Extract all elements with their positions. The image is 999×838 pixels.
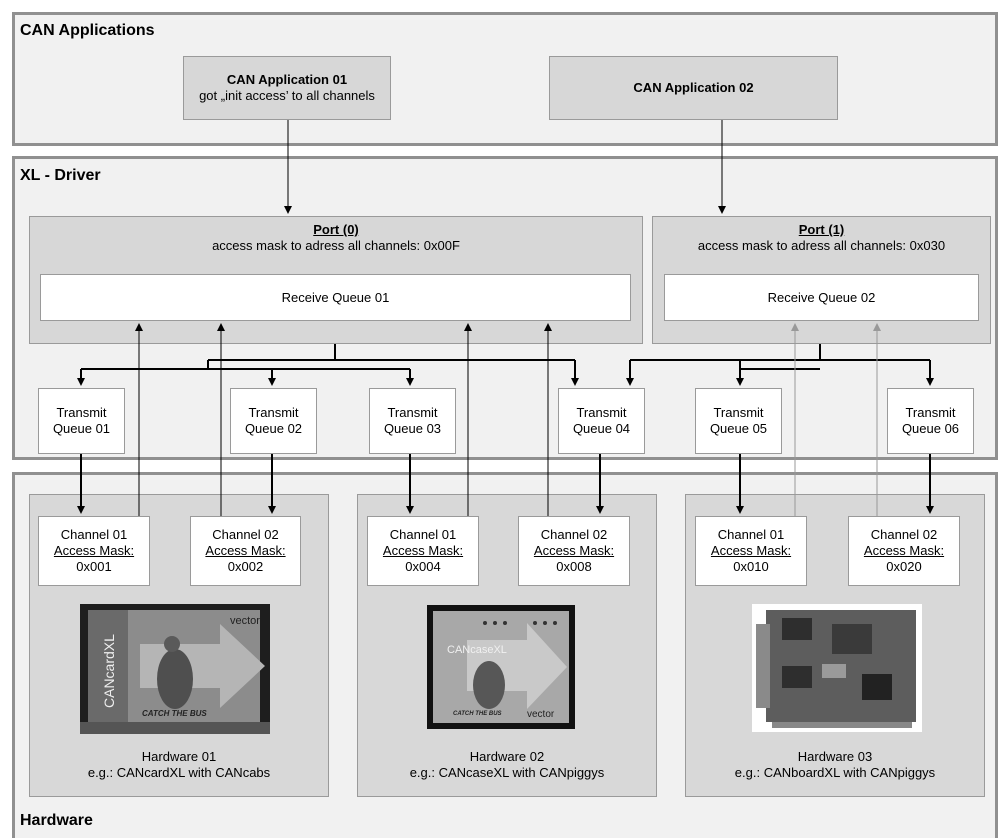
cancardxl-photo: vector CATCH THE BUS CANcardXL [80,604,270,734]
tq-line2: Queue 04 [572,421,631,436]
can-application-01: CAN Application 01 got „init access’ to … [183,56,391,120]
hw2-channel-01: Channel 01 Access Mask: 0x004 [367,516,479,586]
channel-name: Channel 02 [212,527,279,542]
tq-line1: Transmit [56,405,107,420]
hardware-title: Hardware [20,812,93,829]
channel-mask-label: Access Mask: [533,543,615,558]
canboardxl-photo [752,604,922,732]
channel-mask: 0x002 [227,559,264,574]
transmit-queue-03: Transmit Queue 03 [369,388,456,454]
photo-slogan: CATCH THE BUS [142,709,207,718]
tq-line1: Transmit [248,405,299,420]
channel-mask-label: Access Mask: [205,543,286,558]
transmit-queue-04: Transmit Queue 04 [558,388,645,454]
queue-label: Receive Queue 02 [767,289,876,305]
tq-line1: Transmit [713,405,764,420]
channel-name: Channel 01 [717,527,785,542]
hardware-example: e.g.: CANcaseXL with CANpiggys [409,765,605,780]
transmit-queue-02: Transmit Queue 02 [230,388,317,454]
channel-mask: 0x001 [76,559,112,574]
tq-line2: Queue 06 [901,421,960,436]
photo-product: CANcardXL [101,634,117,708]
hw2-channel-02: Channel 02 Access Mask: 0x008 [518,516,630,586]
port-title: Port (0) [313,222,359,237]
app-title: CAN Application 01 [226,72,348,87]
tq-line1: Transmit [387,405,438,420]
photo-slogan: CATCH THE BUS [453,711,502,717]
port-mask: access mask to adress all channels: 0x00… [212,238,460,253]
channel-mask: 0x004 [405,559,441,574]
hw1-channel-01: Channel 01 Access Mask: 0x001 [38,516,150,586]
port-title: Port (1) [798,222,845,237]
channel-mask-label: Access Mask: [53,543,135,558]
queue-label: Receive Queue 01 [281,289,390,305]
hardware-name: Hardware 01 [141,749,217,764]
photo-brand: vector [527,709,555,720]
hw3-channel-01: Channel 01 Access Mask: 0x010 [695,516,807,586]
transmit-queue-06: Transmit Queue 06 [887,388,974,454]
hw1-channel-02: Channel 02 Access Mask: 0x002 [190,516,301,586]
hardware-02-label: Hardware 02 e.g.: CANcaseXL with CANpigg… [357,749,657,781]
tq-line2: Queue 01 [52,421,111,436]
channel-mask-label: Access Mask: [710,543,792,558]
channel-mask: 0x008 [556,559,592,574]
channel-mask-label: Access Mask: [382,543,464,558]
hardware-example: e.g.: CANcardXL with CANcabs [87,765,271,780]
can-applications-title: CAN Applications [20,22,155,39]
receive-queue-01: Receive Queue 01 [40,274,631,321]
hardware-example: e.g.: CANboardXL with CANpiggys [734,765,936,780]
port-mask: access mask to adress all channels: 0x03… [697,238,946,253]
hardware-01-label: Hardware 01 e.g.: CANcardXL with CANcabs [29,749,329,781]
hardware-name: Hardware 03 [797,749,873,764]
app-title: CAN Application 02 [633,80,754,95]
hw3-channel-02: Channel 02 Access Mask: 0x020 [848,516,960,586]
transmit-queue-05: Transmit Queue 05 [695,388,782,454]
tq-line2: Queue 02 [244,421,303,436]
hardware-03-label: Hardware 03 e.g.: CANboardXL with CANpig… [685,749,985,781]
transmit-queue-01: Transmit Queue 01 [38,388,125,454]
channel-mask-label: Access Mask: [863,543,945,558]
can-applications-band [12,12,998,146]
xl-driver-title: XL - Driver [20,167,101,184]
channel-name: Channel 01 [389,527,457,542]
tq-line1: Transmit [576,405,627,420]
can-application-02: CAN Application 02 [549,56,838,120]
channel-mask: 0x010 [733,559,769,574]
channel-name: Channel 02 [540,527,608,542]
channel-mask: 0x020 [886,559,922,574]
hardware-name: Hardware 02 [469,749,545,764]
photo-brand: vector [230,615,260,627]
receive-queue-02: Receive Queue 02 [664,274,979,321]
tq-line1: Transmit [905,405,956,420]
app-subtitle: got „init access’ to all channels [199,88,375,103]
cancasexl-photo: CANcaseXL vector CATCH THE BUS [427,605,575,729]
photo-product: CANcaseXL [447,644,507,656]
tq-line2: Queue 05 [709,421,768,436]
channel-name: Channel 01 [60,527,128,542]
channel-name: Channel 02 [870,527,938,542]
tq-line2: Queue 03 [383,421,442,436]
